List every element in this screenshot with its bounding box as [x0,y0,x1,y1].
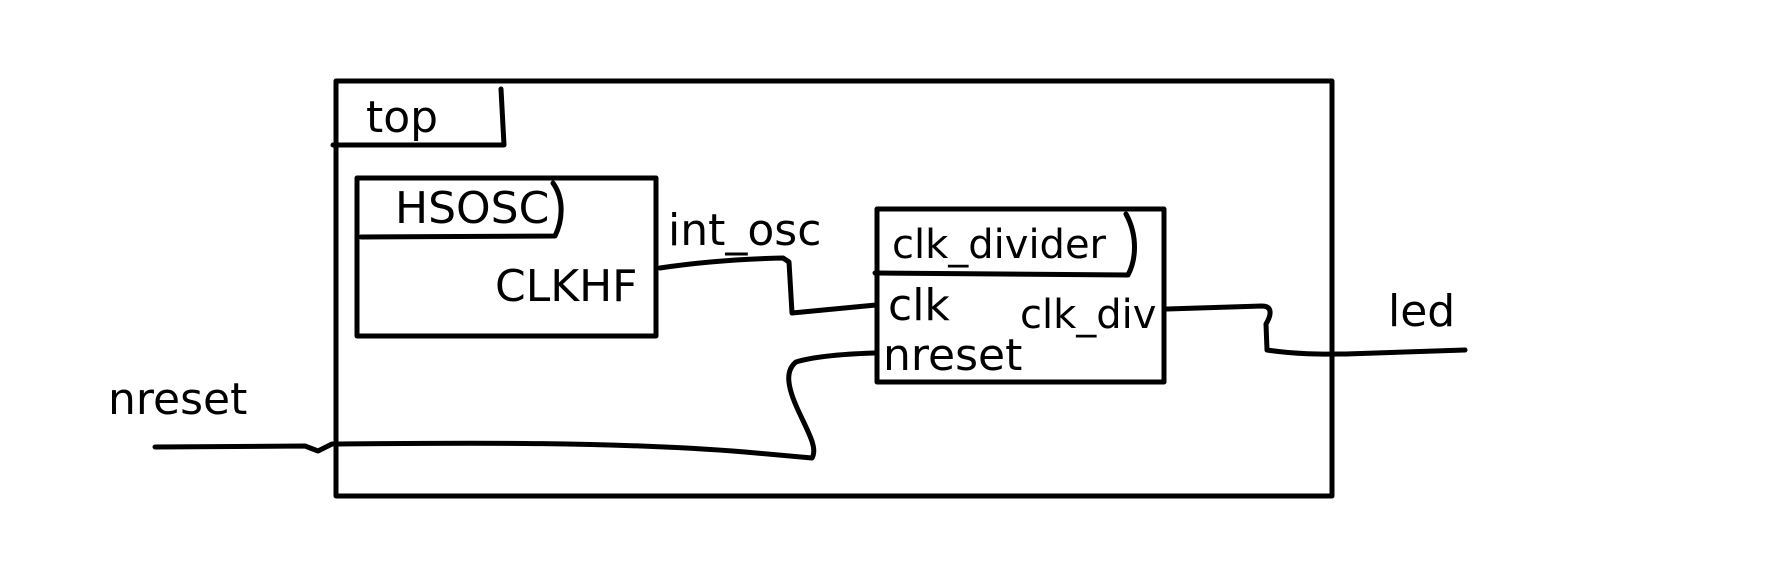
clk-divider-port-clk-div: clk_div [1020,292,1156,338]
top-module: top [330,78,1335,499]
clk-divider-label-tab [872,211,1137,278]
clk-divider-border [874,206,1167,385]
led-output-label: led [1388,286,1455,337]
hsosc-port-clkhf: CLKHF [495,261,637,312]
clk-divider-port-clk: clk [888,280,950,331]
top-label-tab [330,86,507,148]
hsosc-label-tab [358,180,564,240]
clk-divider-port-nreset: nreset [883,330,1022,381]
top-module-border [333,78,1335,499]
int-osc-wire [657,255,879,316]
clk-divider-label: clk_divider [892,222,1107,268]
clk-divider-block: clk_divider clk nreset clk_div [872,206,1167,385]
int-osc-label: int_osc [668,205,821,256]
signal-labels: int_osc nreset led [108,205,1455,425]
wires [152,255,1468,461]
led-wire [1164,303,1468,357]
nreset-input-label: nreset [108,374,247,425]
nreset-wire [152,350,877,461]
hsosc-label: HSOSC [395,183,549,234]
hsosc-border [354,175,659,339]
hsosc-block: HSOSC CLKHF [354,175,659,339]
top-module-label: top [366,92,438,143]
